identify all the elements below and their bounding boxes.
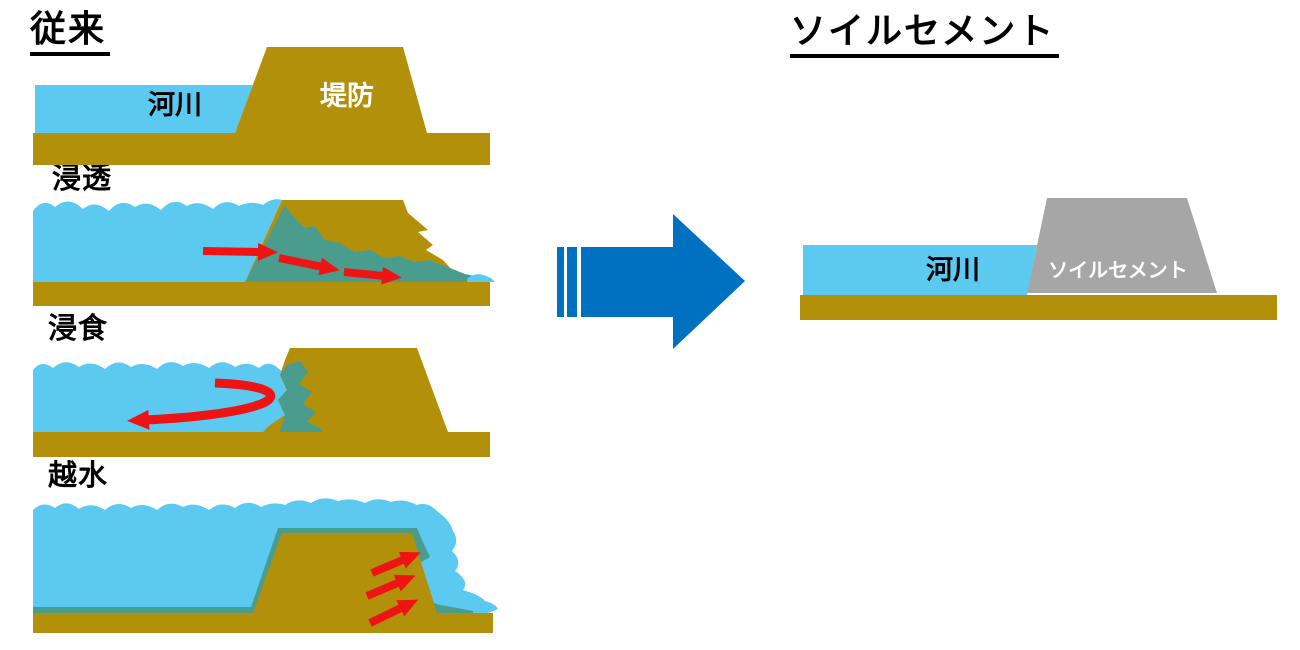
overflow-diagram [33, 498, 498, 633]
seepage-flow-arrow [343, 266, 402, 285]
conventional-title: 従来 [30, 10, 111, 56]
levee-label: 堤防 [320, 81, 374, 112]
ground [33, 432, 490, 457]
eroded-face [278, 361, 323, 432]
erosion-label: 浸食 [48, 311, 109, 345]
soil-cement-title: ソイルセメント [790, 12, 1060, 58]
seepage-diagram [33, 199, 495, 306]
river-water [803, 245, 1037, 295]
normal-levee-diagram: 河川 堤防 [33, 47, 490, 165]
transformation-arrow-icon [557, 214, 745, 349]
soil-cement-levee [1027, 198, 1217, 293]
flood-water [33, 199, 282, 282]
erosion-diagram [33, 348, 490, 457]
ground [33, 613, 493, 633]
ground [800, 295, 1277, 320]
river-label: 河川 [148, 90, 202, 121]
arrow-tail-stripe [557, 247, 564, 317]
levee-body [235, 47, 427, 133]
river-label: 河川 [926, 255, 980, 286]
arrow-body [581, 247, 673, 317]
leaked-water-puddle [467, 274, 495, 282]
river-water [35, 85, 253, 133]
seepage-flow-arrow [278, 254, 340, 276]
overflow-arrow [365, 574, 416, 600]
seepage-flow-arrow [202, 242, 278, 261]
erosion-current-arrow [127, 378, 276, 430]
soil-cement-levee-label: ソイルセメント [1048, 258, 1188, 282]
arrow-tail-stripe [567, 247, 577, 317]
ground [33, 282, 490, 306]
overflow-arrow [370, 551, 421, 577]
overflow-arrow [368, 599, 419, 627]
overflow-label: 越水 [48, 458, 109, 492]
levee-body [253, 533, 437, 613]
riverbed-seepage-strip [33, 607, 253, 613]
soil-cement-diagram: 河川 ソイルセメント [800, 198, 1277, 320]
ground [33, 133, 490, 165]
arrow-head [673, 214, 745, 349]
seepage-label: 浸透 [52, 161, 113, 195]
